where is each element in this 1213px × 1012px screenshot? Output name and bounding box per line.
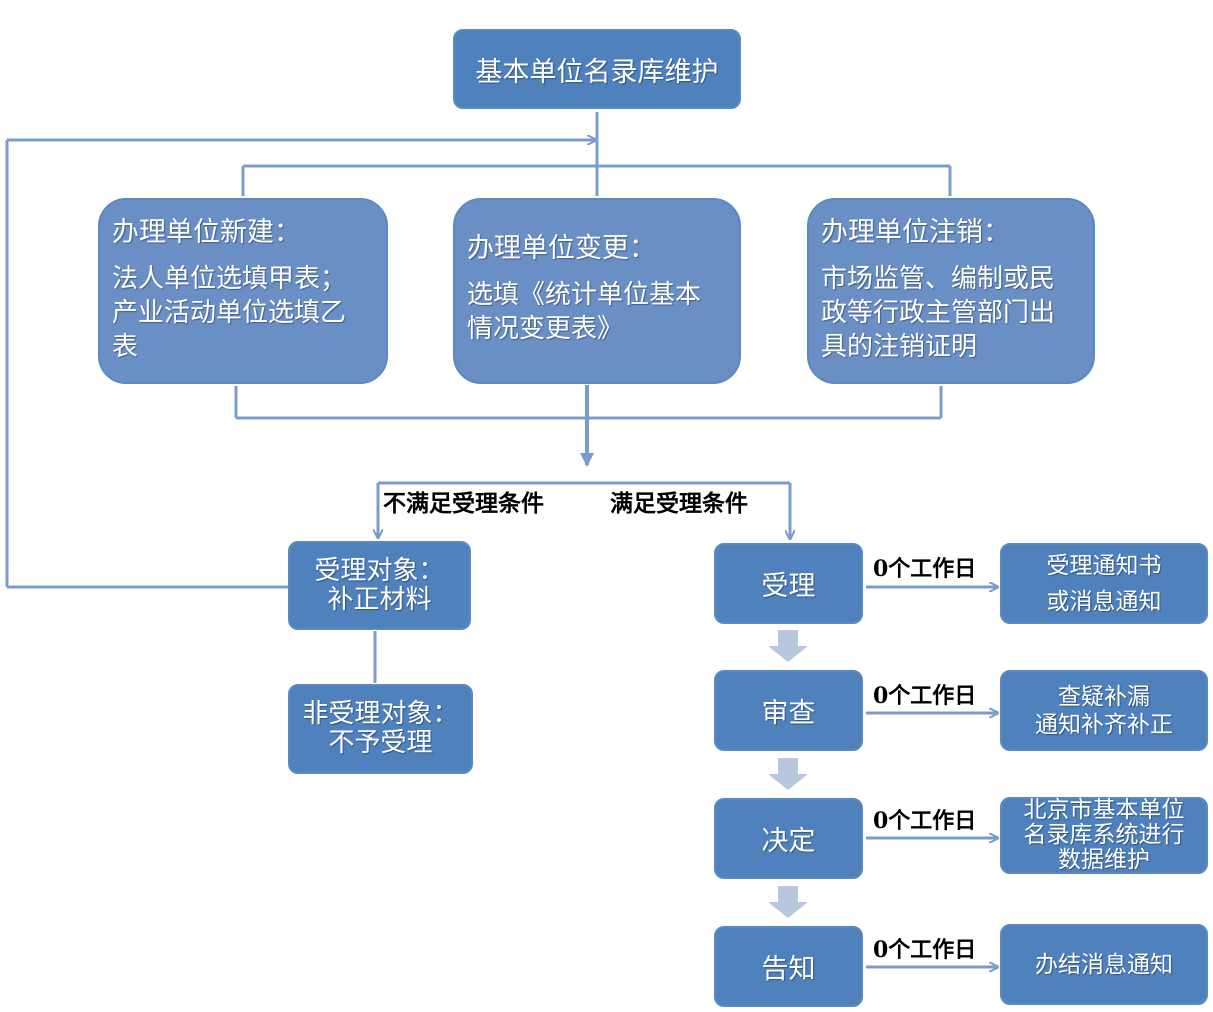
- branch-change-box: 办理单位变更： 选填《统计单位基本 情况变更表》: [453, 198, 741, 384]
- reject-box: 非受理对象： 不予受理: [288, 684, 473, 774]
- condition-met-label: 满足受理条件: [610, 490, 748, 517]
- step-decide-box: 决定: [714, 798, 863, 879]
- result-accept-line-2: 或消息通知: [1046, 588, 1162, 615]
- result-decide-line-1: 北京市基本单位: [1023, 797, 1185, 823]
- result-review-box: 查疑补漏 通知补齐补正: [1000, 670, 1208, 751]
- step-accept-box: 受理: [714, 543, 863, 624]
- result-decide-box: 北京市基本单位 名录库系统进行 数据维护: [1000, 797, 1208, 874]
- reject-line-2: 不予受理: [328, 728, 433, 758]
- branch-new-line-2: 产业活动单位选填乙: [112, 298, 347, 328]
- branch-cancel-line-2: 政等行政主管部门出: [821, 298, 1056, 328]
- branch-new-heading: 办理单位新建：: [112, 217, 301, 248]
- branch-change-body: 选填《统计单位基本 情况变更表》: [467, 278, 701, 346]
- result-accept-box: 受理通知书 或消息通知: [1000, 543, 1208, 624]
- step-review-label: 审查: [761, 698, 816, 729]
- step-review-time: 0个工作日: [873, 683, 977, 709]
- step-3-to-4-arrow: [768, 886, 808, 918]
- step-decide-time: 0个工作日: [873, 808, 977, 834]
- branch-change-line-2: 情况变更表》: [467, 314, 624, 344]
- step-notify-box: 告知: [714, 926, 863, 1007]
- step-review-box: 审查: [714, 670, 863, 751]
- step-2-to-3-arrow: [768, 758, 808, 790]
- branch-change-line-1: 选填《统计单位基本: [467, 280, 702, 310]
- branch-cancel-box: 办理单位注销： 市场监管、编制或民 政等行政主管部门出 具的注销证明: [807, 198, 1095, 384]
- result-review-line-2: 通知补齐补正: [1035, 711, 1173, 738]
- result-decide-line-2: 名录库系统进行: [1023, 822, 1185, 848]
- step-accept-time: 0个工作日: [873, 556, 977, 582]
- correction-line-1: 受理对象：: [314, 555, 445, 586]
- branch-new-body: 法人单位选填甲表； 产业活动单位选填乙 表: [112, 262, 346, 364]
- condition-not-met-label: 不满足受理条件: [383, 490, 544, 517]
- branch-cancel-body: 市场监管、编制或民 政等行政主管部门出 具的注销证明: [821, 262, 1055, 364]
- branch-new-line-1: 法人单位选填甲表；: [112, 264, 347, 294]
- correction-box: 受理对象： 补正材料: [288, 541, 471, 630]
- step-notify-label: 告知: [761, 954, 816, 985]
- result-accept-line-1: 受理通知书: [1046, 552, 1162, 579]
- step-notify-time: 0个工作日: [873, 937, 977, 963]
- branch-cancel-line-1: 市场监管、编制或民: [821, 264, 1056, 294]
- step-decide-label: 决定: [761, 826, 816, 857]
- step-accept-label: 受理: [761, 571, 816, 602]
- step-1-to-2-arrow: [768, 630, 808, 662]
- reject-line-1: 非受理对象：: [302, 699, 459, 729]
- branch-cancel-line-3: 具的注销证明: [821, 332, 978, 362]
- result-notify-line-1: 办结消息通知: [1035, 951, 1173, 978]
- correction-line-2: 补正材料: [327, 584, 432, 615]
- branch-change-heading: 办理单位变更：: [467, 233, 656, 264]
- result-review-line-1: 查疑补漏: [1058, 683, 1150, 710]
- title-box: 基本单位名录库维护: [453, 29, 741, 109]
- result-notify-box: 办结消息通知: [1000, 924, 1208, 1005]
- branch-new-line-3: 表: [112, 332, 139, 362]
- branch-new-box: 办理单位新建： 法人单位选填甲表； 产业活动单位选填乙 表: [98, 198, 388, 384]
- title-text: 基本单位名录库维护: [475, 56, 719, 88]
- branch-cancel-heading: 办理单位注销：: [821, 217, 1010, 248]
- result-decide-line-3: 数据维护: [1058, 847, 1150, 873]
